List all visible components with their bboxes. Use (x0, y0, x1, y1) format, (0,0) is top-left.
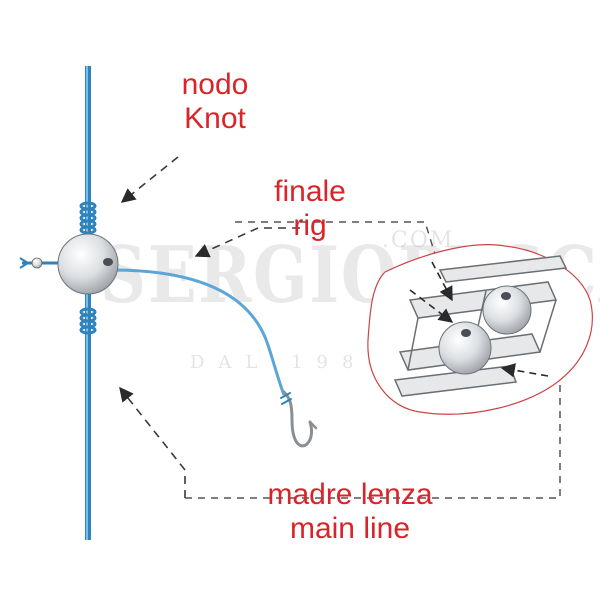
arrow-icon (119, 156, 300, 498)
label-rig-it: finale (274, 175, 346, 208)
rig-line (111, 268, 286, 396)
label-main-line-en: main line (289, 512, 411, 545)
label-main-line-it: madre lenza (267, 478, 433, 511)
mainline-arrow (119, 386, 186, 498)
label-rig-en: rig (293, 209, 327, 242)
bead-icon (57, 233, 119, 295)
label-knot: nodo Knot (150, 68, 280, 136)
main-line (85, 66, 91, 540)
tray-bead-lower (438, 321, 492, 375)
tray-bead-upper (482, 285, 532, 335)
rig-arrow (194, 227, 300, 258)
label-rig: finale rig (250, 175, 370, 243)
bead-dispenser-inset (367, 244, 593, 415)
watermark-since: DAL 1986 (190, 352, 393, 373)
label-main-line: madre lenza main line (230, 478, 470, 546)
label-knot-it: nodo (181, 68, 249, 101)
knot-arrow (120, 156, 179, 203)
watermark-domain: .COM (382, 228, 455, 253)
hook-icon (280, 390, 318, 448)
swivel-icon (19, 257, 62, 269)
upper-knot (79, 201, 97, 235)
label-knot-en: Knot (184, 102, 246, 135)
lower-knot (79, 307, 97, 335)
